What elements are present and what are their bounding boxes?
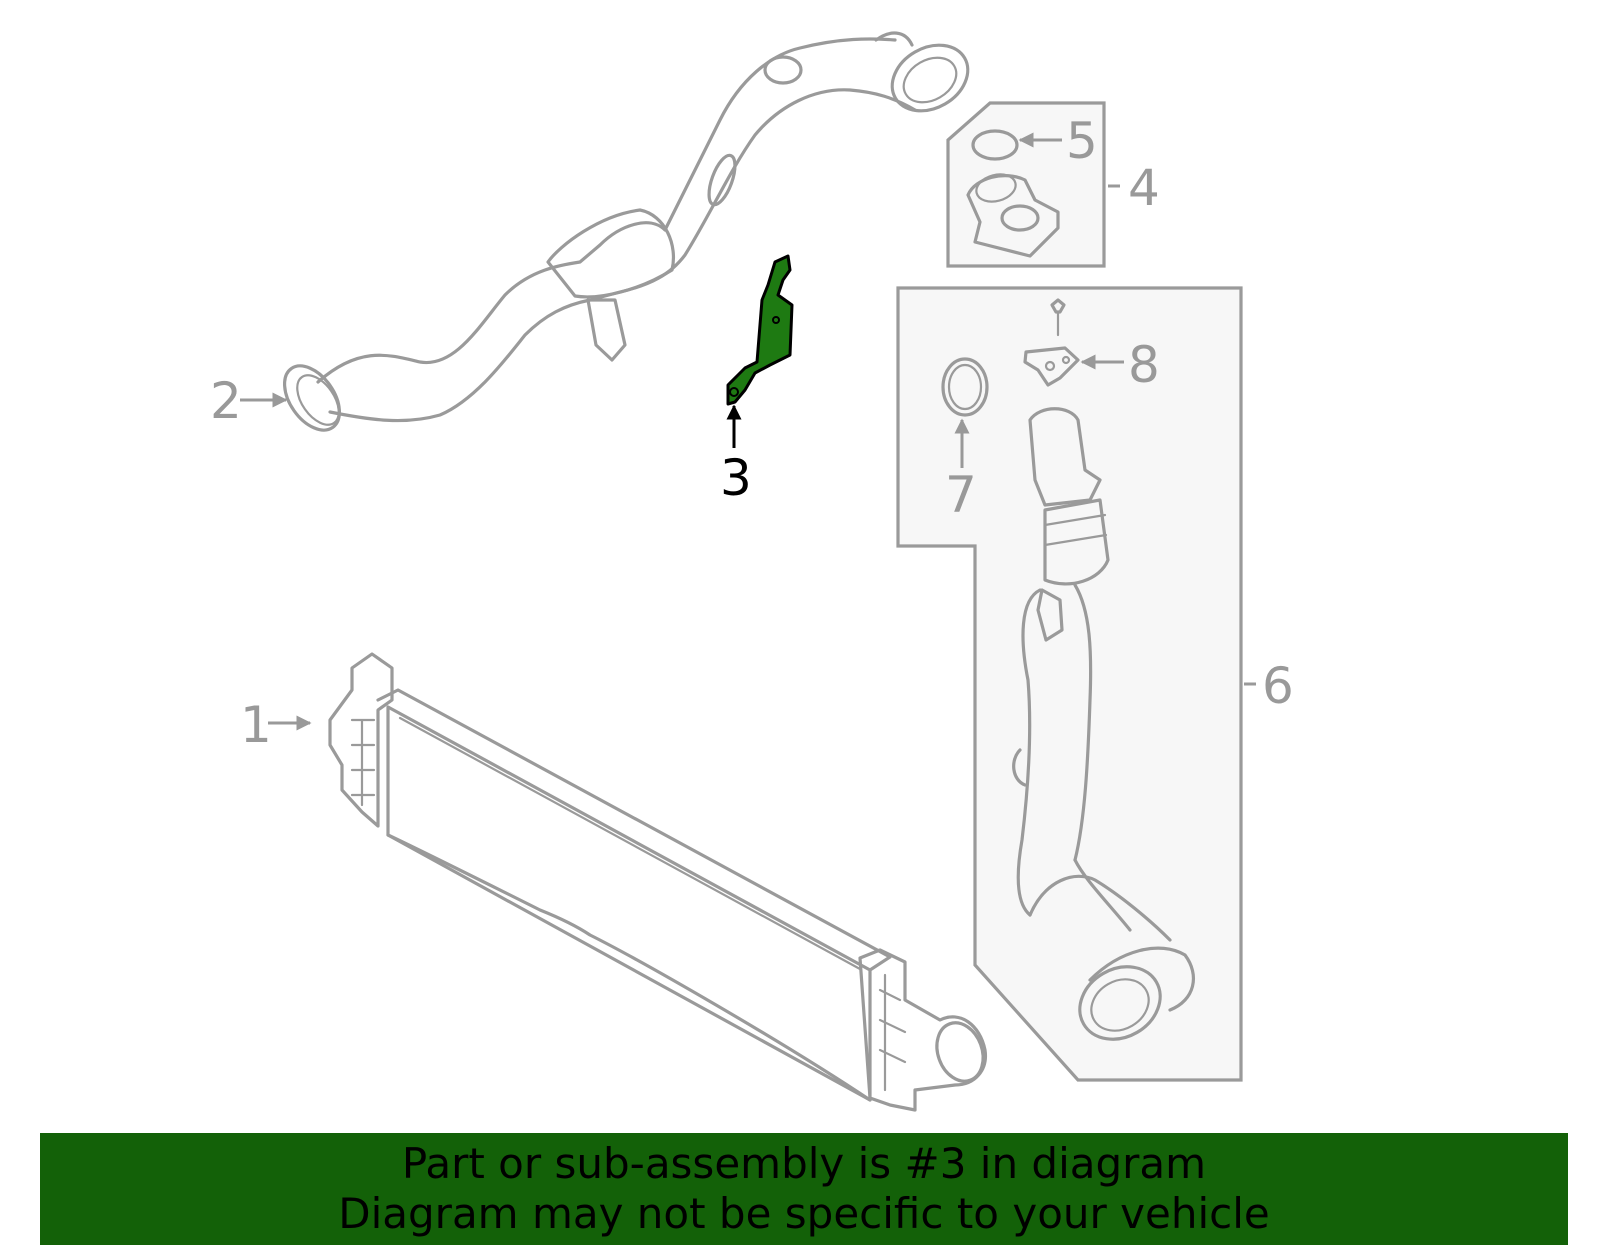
banner-line-1: Part or sub-assembly is #3 in diagram (401, 1139, 1207, 1188)
callout-2: 2 (210, 372, 242, 430)
sensor-part-8 (1023, 298, 1080, 387)
upper-charge-pipe (282, 31, 970, 432)
callout-4: 4 (1128, 159, 1160, 217)
o-ring-part-5 (971, 129, 1019, 161)
bracket-part-3 (726, 254, 794, 406)
group-box-6 (896, 286, 1243, 1082)
o-ring-part-7 (941, 357, 989, 417)
adaptor-part-4 (966, 173, 1060, 258)
callout-7: 7 (945, 466, 977, 524)
callout-8: 8 (1128, 336, 1160, 394)
info-banner: Part or sub-assembly is #3 in diagram Di… (40, 1133, 1568, 1245)
banner-line-2: Diagram may not be specific to your vehi… (338, 1189, 1270, 1238)
callout-5: 5 (1066, 112, 1098, 170)
callout-3: 3 (720, 449, 752, 507)
lower-charge-pipe (1012, 407, 1195, 1041)
bracket-hole (729, 387, 739, 397)
intercooler (328, 652, 987, 1112)
bracket-hole (772, 316, 780, 324)
callout-1: 1 (240, 696, 272, 754)
callout-6: 6 (1262, 657, 1294, 715)
